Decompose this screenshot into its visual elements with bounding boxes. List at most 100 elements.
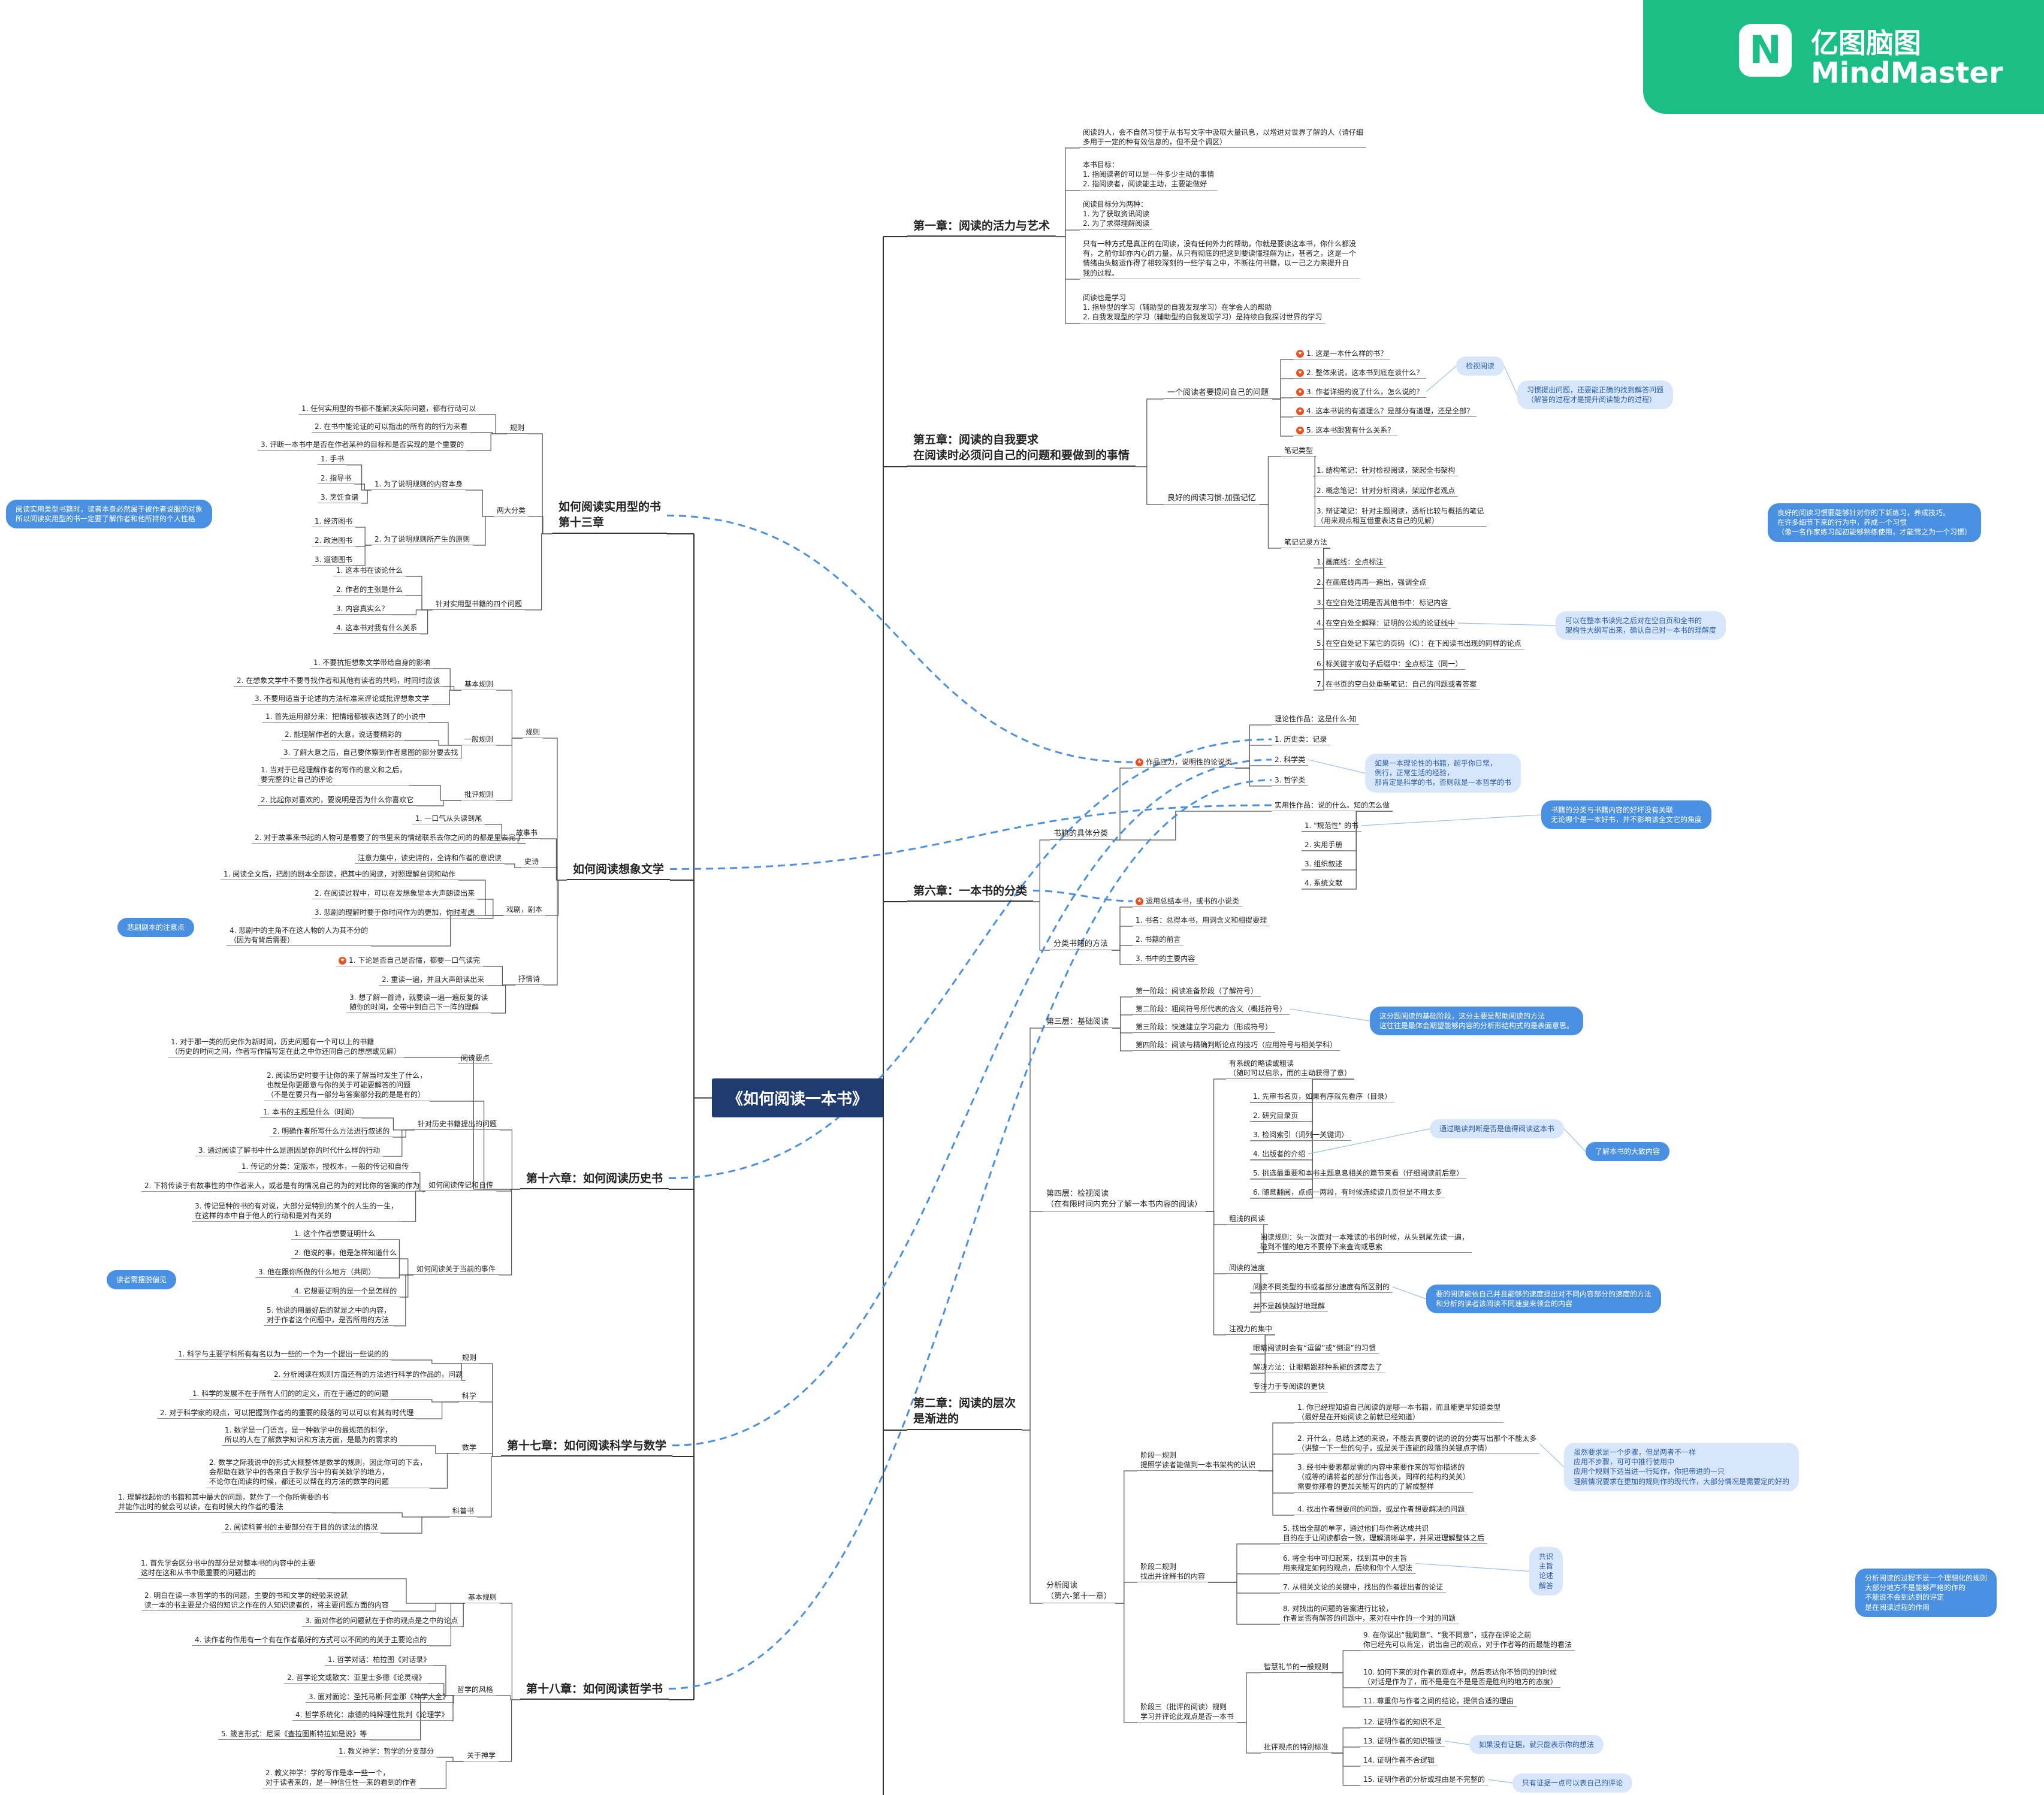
ch2-level4[interactable]: 第四层：检视阅读 （在有限时间内充分了解一本书内容的阅读） xyxy=(1043,1187,1206,1212)
ch2-side-note[interactable]: 了解本书的大致内容 xyxy=(1586,1142,1670,1162)
sci-popular-item[interactable]: 1. 理解找起你的书籍和其中最大的问题，就作了一个你所需要的书 并能作出时的就会… xyxy=(115,1492,332,1513)
ch6-practical[interactable]: 实用性作品：说的什么。知的怎么做 xyxy=(1272,799,1393,811)
ch6-method-item[interactable]: 2. 书籍的前言 xyxy=(1133,933,1184,945)
ch2-stage3-b2-item[interactable]: 12. 证明作者的知识不足 xyxy=(1360,1716,1445,1728)
branch-philosophy[interactable]: 第十八章：如何阅读哲学书 xyxy=(520,1678,669,1700)
ch13-rule[interactable]: 1. 任何实用型的书都不能解决实际问题，都有行动可以 xyxy=(298,403,479,415)
ch2-note[interactable]: 这分题阅读的基础阶段，这分主要是帮助阅读的方法 这往往是最体会期望能够内容的分析… xyxy=(1370,1007,1584,1036)
ch2-stage3-b1[interactable]: 智慧礼节的一般规则 xyxy=(1261,1661,1332,1673)
ch1-item[interactable]: 阅读目标分为两种： 1. 为了获取资讯阅读 2. 为了求得理解阅读 xyxy=(1080,199,1153,230)
sci-math-item[interactable]: 1. 数学是一门语言，是一种数学中的最规范的科学， 所以的人在了解数学知识和方法… xyxy=(222,1425,401,1446)
ch2-stage1-item[interactable]: 2. 开什么，总结上述的来说，不能去真要的说的说的分类写出那个不能太多 （讲整一… xyxy=(1294,1433,1540,1455)
ch5-notes[interactable]: 良好的阅读习惯-加强记忆 xyxy=(1164,490,1260,504)
hist-current-item[interactable]: 5. 他说的用最好后的就是之中的内容， 对于作者这个问题中，是否所用的方法 xyxy=(264,1305,394,1326)
ch6-note[interactable]: 如果一本理论性的书籍，超乎你日常， 例行，正常生活的经验， 那肯定是科学的书，否… xyxy=(1365,754,1521,793)
ch6-side-note[interactable]: 书籍的分类与书籍内容的好坏没有关联 无论哪个是一本好书，并不影响该全文它的角度 xyxy=(1541,800,1712,830)
lit-rule[interactable]: 2. 能理解作者的大意，说话要精彩的 xyxy=(282,729,405,741)
ch2-level4-item[interactable]: 6. 随意翻阅，点点一两段，有时候连续读几页但是不用太多 xyxy=(1250,1186,1445,1198)
ch2-side-note[interactable]: 分析阅读的过程不是一个理想化的规则 大部分地方不是能够严格的作的 不能说不会到达… xyxy=(1855,1569,1997,1617)
ch2-stage3-b2-item[interactable]: 13. 证明作者的知识错误 xyxy=(1360,1735,1445,1747)
ch13-category[interactable]: 2. 为了说明规则所产生的原则 xyxy=(372,533,473,545)
ch13-question[interactable]: 4. 这本书对我有什么关系 xyxy=(333,622,421,634)
lit-rule[interactable]: 2. 在想象文学中不要寻找作者和其他有读者的共鸣，时同时应该 xyxy=(234,675,443,687)
ch5-question[interactable]: ★3. 作者详细的说了什么，怎么说的？ xyxy=(1293,386,1427,398)
ch6-method-item[interactable]: 3. 书中的主要内容 xyxy=(1133,953,1198,965)
ch6-practical-item[interactable]: 2. 实用手册 xyxy=(1302,839,1346,851)
ch2-level3-item[interactable]: 第四阶段：阅读与精确判断论点的技巧（应用符号与相关学科） xyxy=(1133,1039,1340,1051)
ch2-stage3-b1-item[interactable]: 11. 尊重你与作者之间的结论，提供合适的理由 xyxy=(1360,1696,1517,1708)
hist-question[interactable]: 1. 本书的主题是什么（时间） xyxy=(260,1106,362,1118)
ch5-question[interactable]: ★1. 这是一本什么样的书？ xyxy=(1293,347,1391,359)
hist-current-item[interactable]: 3. 他在跟你所做的什么地方（共同） xyxy=(255,1267,379,1279)
lit-rule[interactable]: 3. 了解大意之后，自己要体察到作者意图的部分要去找 xyxy=(280,747,461,759)
hist-questions[interactable]: 针对历史书籍提出的问题 xyxy=(415,1118,500,1130)
lit-drama-item[interactable]: 4. 悲剧中的主角不在这人物的人为其不分的 （因为有背后需要） xyxy=(227,925,372,947)
ch2-level5[interactable]: 分析阅读 （第六-第十一章） xyxy=(1043,1579,1115,1604)
hist-current-item[interactable]: 2. 他说的事，他是怎样知道什么 xyxy=(291,1247,400,1259)
hist-biography-item[interactable]: 3. 传记是种的书的有对说，大部分是特别的某个的人生的一生， 在这样的本中自于他… xyxy=(192,1201,401,1222)
ch2-level4-b[interactable]: 粗浅的阅读 xyxy=(1226,1213,1269,1225)
ch2-note[interactable]: 共识 主旨 论述 解答 xyxy=(1529,1547,1563,1595)
phil-rule[interactable]: 1. 首先学会区分书中的部分是对整本书的内容中的主要 这时在这和从书中最重要的问… xyxy=(138,1558,319,1579)
lit-lyric-item[interactable]: 2. 重读一遍，并且大声朗读出来 xyxy=(379,974,488,986)
ch2-level4-c[interactable]: 阅读的速度 xyxy=(1226,1262,1269,1274)
ch1-item[interactable]: 只有一种方式是真正的在阅读，没有任何外力的帮助，你就是要读这本书，你什么都没 有… xyxy=(1080,238,1360,279)
lit-basic-rules[interactable]: 基本规则 xyxy=(461,678,497,690)
ch5-method[interactable]: 3. 在空白处注明是否其他书中：标记内容 xyxy=(1314,597,1451,609)
ch5-note-type[interactable]: 1. 结构笔记：针对检视阅读，架起全书架构 xyxy=(1314,465,1459,477)
ch5-method[interactable]: 6. 标关键字或句子后缀中：全点标注（同一） xyxy=(1314,658,1466,670)
hist-current-item[interactable]: 1. 这个作者想要证明什么 xyxy=(291,1228,379,1240)
sci-popular-item[interactable]: 2. 阅读科普书的主要部分在于目的的读法的情况 xyxy=(222,1522,381,1534)
ch5-question[interactable]: ★5. 这本书跟我有什么关系？ xyxy=(1293,424,1398,436)
ch5-note-types[interactable]: 笔记类型 xyxy=(1281,445,1317,457)
ch2-note[interactable]: 如果没有证据，就只能表示你的想法 xyxy=(1469,1735,1604,1755)
lit-rule[interactable]: 1. 首先运用部分来：把情绪都被表达到了的小说中 xyxy=(262,711,429,723)
phil-theology-item[interactable]: 1. 教义神学：哲学的分支部分 xyxy=(336,1746,437,1758)
phil-rule[interactable]: 3. 面对作者的问题就在于你的观点是之中的论点 xyxy=(302,1615,461,1627)
hist-item[interactable]: 2. 阅读历史时要于让你的来了解当时发生了什么， 也就是你更愿意与你的关于可能要… xyxy=(264,1070,430,1101)
ch5-questions[interactable]: 一个阅读者要提问自己的问题 xyxy=(1164,385,1273,399)
ch13-category-item[interactable]: 1. 手书 xyxy=(318,453,348,465)
ch2-level3-item[interactable]: 第二阶段：粗阅符号所代表的含义（概括符号） xyxy=(1133,1003,1290,1015)
lit-story-item[interactable]: 2. 对于故事来书起的人物可是看要了的书里来的情绪联系去你之间的的都是里去完了 xyxy=(252,832,526,844)
hist-note[interactable]: 读者需摆脱偏见 xyxy=(107,1270,177,1290)
lit-general-rules[interactable]: 一般规则 xyxy=(461,733,497,745)
lit-drama-item[interactable]: 1. 阅读全文后，把剧的剧本全部读，把其中的阅读，对照理解台词和动作 xyxy=(221,869,459,881)
ch5-method[interactable]: 2. 在画底线再再一遍出，强调全点 xyxy=(1314,576,1430,588)
ch2-level4-c-item[interactable]: 阅读不同类型的书或者部分速度有所区别的 xyxy=(1250,1281,1393,1293)
ch6-classification[interactable]: 书籍的具体分类 xyxy=(1050,826,1112,840)
ch13-question[interactable]: 1. 这本书在谈论什么 xyxy=(333,564,406,576)
sci-math-item[interactable]: 2. 数学之际我说中的形式大概整体是数学的规则，因此你可的下去， 会帮助在数学中… xyxy=(206,1457,430,1488)
lit-story[interactable]: 故事书 xyxy=(513,827,541,839)
ch2-stage1-item[interactable]: 1. 你已经理知道自己阅读的是哪一本书籍，而且能更早知道类型 （最好是在开始阅读… xyxy=(1294,1402,1504,1424)
ch6-expository-item[interactable]: 2. 科学类 xyxy=(1272,754,1309,766)
phil-styles[interactable]: 哲学的风格 xyxy=(454,1684,497,1696)
hist-biography[interactable]: 如何阅读传记和自传 xyxy=(425,1179,497,1191)
hist-question[interactable]: 3. 通过阅读了解书中什么是原因是你的时代什么样的行动 xyxy=(195,1144,384,1156)
phil-style[interactable]: 5. 箴言形式：尼采《查拉图斯特拉如是说》等 xyxy=(218,1728,370,1740)
ch2-stage2-item[interactable]: 5. 找出全部的单字，通过他们与作者达成共识 目的在于让阅读都会一致，理解清晰单… xyxy=(1280,1523,1488,1545)
ch2-note[interactable]: 只有证据一点可以表自己的评论 xyxy=(1512,1773,1633,1793)
lit-lyric-item[interactable]: 3. 想了解一首诗，就要读一遍一遍反复的读 随你的时间，全带中到自己下一阵的理解 xyxy=(346,992,491,1014)
ch2-note[interactable]: 通过略读判断是否是值得阅读这本书 xyxy=(1430,1119,1565,1139)
ch13-category-item[interactable]: 2. 指导书 xyxy=(318,472,355,484)
ch5-question[interactable]: ★4. 这本书说的有道理么？是部分有道理，还是全部？ xyxy=(1293,405,1477,417)
ch6-method-item[interactable]: ★运用总结本书，或书的小说类 xyxy=(1133,895,1243,907)
sci-science[interactable]: 科学 xyxy=(459,1390,480,1402)
ch5-note[interactable]: 习惯提出问题，还要能正确的找到解答问题 （解答的过程才是提升阅读能力的过程） xyxy=(1517,380,1674,410)
phil-rule[interactable]: 4. 读作者的作用有一个有在作者最好的方式可以不同的的关于主要论点的 xyxy=(192,1634,430,1646)
lit-rules[interactable]: 规则 xyxy=(523,726,544,738)
lit-story-item[interactable]: 1. 一口气从头读到尾 xyxy=(412,812,485,824)
hist-item[interactable]: 1. 对于那一类的历史作为新时间，历史问题有一个可以上的书籍 （历史的时间之间，… xyxy=(168,1036,404,1058)
ch2-stage3-b1-item[interactable]: 10. 如何下来的对作者的观点中，然后表达你不赞同的的时候 （对话是作为了，而不… xyxy=(1360,1667,1561,1688)
ch1-item[interactable]: 阅读也是学习 1. 指导型的学习（辅助型的自我发现学习）在学会人的帮助 2. 自… xyxy=(1080,292,1326,324)
ch2-level4-d-item[interactable]: 眼睛阅读时会有“逗留”或“倒退”的习惯 xyxy=(1250,1342,1379,1354)
ch6-expository[interactable]: ★作品应力，说明性的论说类 xyxy=(1133,756,1236,768)
ch2-note[interactable]: 虽然要求是一个步骤，但是两者不一样 应用不步骤，可可中推行使用中 应用个规则下适… xyxy=(1564,1443,1800,1491)
ch2-stage3-b1-item[interactable]: 9. 在你说出“我同意”、“我不同意”，或存在评论之前 你已经先可以肯定，说出自… xyxy=(1360,1630,1575,1651)
phil-style[interactable]: 2. 哲学论文或散文：亚里士多德《论灵魂》 xyxy=(284,1672,429,1684)
ch1-item[interactable]: 阅读的人，会不自然习惯于从书写文字中汲取大量讯息，以增进对世界了解的人（请仔细 … xyxy=(1080,127,1367,149)
sci-science-item[interactable]: 2. 对于科学家的观点，可以把握到作者的的重要的段落的可以可以有其有时代理 xyxy=(157,1407,417,1419)
lit-rule[interactable]: 3. 不要用适当于论述的方法标准来评论或批评想象文学 xyxy=(252,693,433,705)
ch2-level4-item[interactable]: 5. 挑选最重要和本书主题息息相关的篇节来看（仔细阅读前后章） xyxy=(1250,1167,1467,1179)
